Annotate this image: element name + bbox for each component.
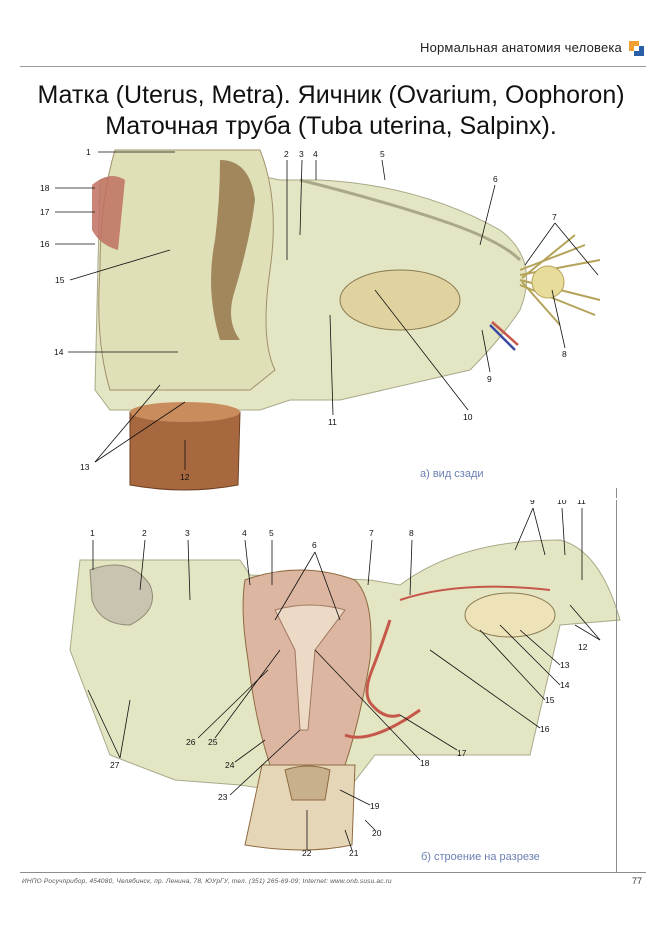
fig-a-label-6: 6 <box>493 174 498 184</box>
fig-b-label-22: 22 <box>302 848 312 858</box>
figure-b-frame-right <box>616 500 617 872</box>
fig-b-label-12: 12 <box>578 642 588 652</box>
figure-b-illustration: 1 2 3 4 5 6 7 8 9 10 11 12 13 14 15 16 1… <box>69 500 621 858</box>
page-number: 77 <box>631 876 642 886</box>
fig-b-label-26: 26 <box>186 737 196 747</box>
page-header: Нормальная анатомия человека <box>0 0 662 70</box>
footer-divider <box>20 872 646 873</box>
fig-a-label-8: 8 <box>562 349 567 359</box>
fig-b-label-9: 9 <box>530 500 535 506</box>
fig-b-label-20: 20 <box>372 828 382 838</box>
fig-a-label-3: 3 <box>299 149 304 159</box>
figure-a-labels: 1 2 3 4 5 6 7 8 9 10 11 12 13 14 15 16 1… <box>40 147 567 482</box>
figure-b-caption: б) строение на разрезе <box>421 851 540 863</box>
fig-a-label-10: 10 <box>463 412 473 422</box>
fig-a-label-2: 2 <box>284 149 289 159</box>
fig-b-label-1: 1 <box>90 528 95 538</box>
fig-a-label-17: 17 <box>40 207 50 217</box>
fig-b-label-27: 27 <box>110 760 120 770</box>
fig-b-label-15: 15 <box>545 695 555 705</box>
fig-b-label-6: 6 <box>312 540 317 550</box>
fig-b-label-4: 4 <box>242 528 247 538</box>
fig-b-label-14: 14 <box>560 680 570 690</box>
fig-b-label-17: 17 <box>457 748 467 758</box>
figure-a-label-leaders <box>55 151 599 470</box>
figure-b-label-leaders <box>87 507 601 851</box>
fig-a-label-1: 1 <box>86 147 91 157</box>
fig-b-label-10: 10 <box>557 500 567 506</box>
fig-b-label-24: 24 <box>225 760 235 770</box>
logo-icon <box>628 40 646 58</box>
figure-b-labels: 1 2 3 4 5 6 7 8 9 10 11 12 13 14 15 16 1… <box>90 500 588 858</box>
fig-b-label-18: 18 <box>420 758 430 768</box>
fig-b-label-5: 5 <box>269 528 274 538</box>
fig-a-label-15: 15 <box>55 275 65 285</box>
figure-a-frame-right <box>616 488 617 498</box>
fig-a-label-14: 14 <box>54 347 64 357</box>
fig-b-label-16: 16 <box>540 724 550 734</box>
fig-b-label-21: 21 <box>349 848 359 858</box>
fig-b-label-13: 13 <box>560 660 570 670</box>
figure-b-section-view: 1 2 3 4 5 6 7 8 9 10 11 12 13 14 15 16 1… <box>0 500 662 870</box>
fig-a-label-5: 5 <box>380 149 385 159</box>
fig-b-label-11: 11 <box>577 500 586 506</box>
page-title-line-2: Маточная труба (Tuba uterina, Salpinx). <box>105 112 557 140</box>
fig-a-label-7: 7 <box>552 212 557 222</box>
fig-a-label-12: 12 <box>180 472 190 482</box>
fig-a-label-11: 11 <box>328 417 337 427</box>
footer-publisher-info: ИНПО Росучприбор, 454080, Челябинск, пр.… <box>22 878 392 885</box>
fig-b-label-25: 25 <box>208 737 218 747</box>
figure-a-illustration: 1 2 3 4 5 6 7 8 9 10 11 12 13 14 15 16 1… <box>40 147 601 491</box>
fig-b-label-23: 23 <box>218 792 228 802</box>
fig-a-label-4: 4 <box>313 149 318 159</box>
fig-b-label-19: 19 <box>370 801 380 811</box>
header-title: Нормальная анатомия человека <box>419 40 622 55</box>
fig-a-label-9: 9 <box>487 374 492 384</box>
figure-a-caption: а) вид сзади <box>420 468 484 480</box>
page-title-line-1: Матка (Uterus, Metra). Яичник (Ovarium, … <box>37 81 625 109</box>
fig-a-label-18: 18 <box>40 183 50 193</box>
fig-a-label-13: 13 <box>80 462 90 472</box>
fig-b-label-2: 2 <box>142 528 147 538</box>
fig-b-label-7: 7 <box>369 528 374 538</box>
fig-b-label-3: 3 <box>185 528 190 538</box>
fig-b-label-8: 8 <box>409 528 414 538</box>
header-divider <box>20 66 646 67</box>
figure-a-posterior-view: 1 2 3 4 5 6 7 8 9 10 11 12 13 14 15 16 1… <box>0 140 662 500</box>
fig-a-label-16: 16 <box>40 239 50 249</box>
